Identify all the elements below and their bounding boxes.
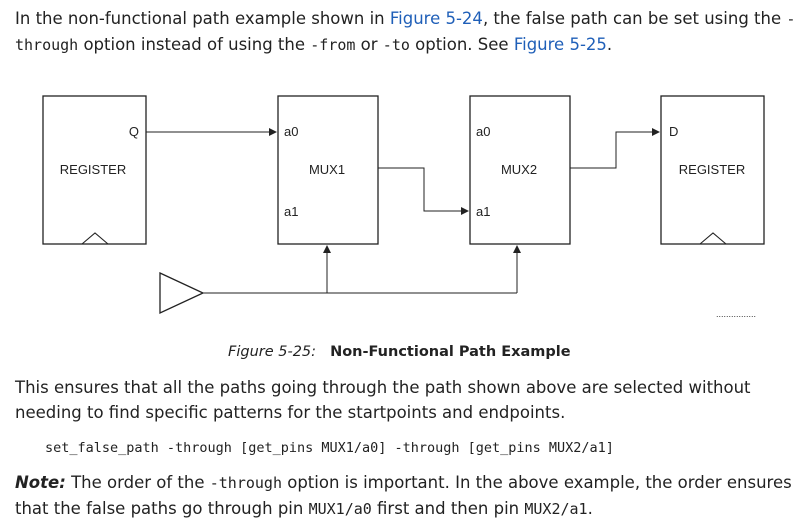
command-line: set_false_path -through [get_pins MUX1/a… xyxy=(45,440,614,456)
note-pin2-code: MUX2/a1 xyxy=(524,500,588,518)
to-option-code: -to xyxy=(382,36,410,54)
intro-text: or xyxy=(355,35,383,54)
note-text: first and then pin xyxy=(371,499,525,518)
wire-mux2-to-register-d xyxy=(570,128,660,169)
mux2-label: MUX2 xyxy=(501,162,537,177)
register-2-pin-d: D xyxy=(669,124,678,139)
through-option-code: -through xyxy=(15,10,796,54)
figure-5-25-link[interactable]: Figure 5-25 xyxy=(513,35,607,54)
register-1-block: REGISTER Q xyxy=(42,95,147,245)
intro-text: option instead of using the xyxy=(78,35,311,54)
wire-mux1-to-mux2-a1 xyxy=(378,167,469,215)
mux2-pin-a1: a1 xyxy=(476,204,490,219)
mux1-pin-a0: a0 xyxy=(284,124,298,139)
register-2-block: REGISTER D xyxy=(660,95,765,245)
intro-paragraph: In the non-functional path example shown… xyxy=(15,6,800,58)
caption-label: Figure 5-25: xyxy=(228,344,317,360)
diagram-dots: ................ xyxy=(716,309,756,319)
figure-caption: Figure 5-25: Non-Functional Path Example xyxy=(228,344,571,360)
explanation-paragraph: This ensures that all the paths going th… xyxy=(15,378,751,422)
note-text: The order of the xyxy=(65,473,210,492)
mux1-label: MUX1 xyxy=(309,162,345,177)
mux1-pin-a1: a1 xyxy=(284,204,298,219)
intro-text: . xyxy=(606,35,613,54)
note-text: . xyxy=(587,499,593,518)
register-2-label: REGISTER xyxy=(679,162,745,177)
note-text: option is important. In the above exampl… xyxy=(15,473,792,518)
intro-text: , the false path can be set using the xyxy=(482,9,787,28)
intro-text: option. See xyxy=(409,35,514,54)
register-1-label: REGISTER xyxy=(60,162,126,177)
mux2-block: MUX2 a0 a1 xyxy=(469,95,571,245)
note-option-code: -through xyxy=(209,474,282,492)
intro-text: In the non-functional path example shown… xyxy=(15,9,390,28)
note-label: Note: xyxy=(15,473,66,492)
non-functional-path-diagram: REGISTER Q MUX1 a0 a1 MUX2 a0 a1 REGISTE… xyxy=(42,95,765,319)
from-option-code: -from xyxy=(310,36,356,54)
mux2-pin-a0: a0 xyxy=(476,124,490,139)
note-paragraph: Note: The order of the -through option i… xyxy=(15,470,800,522)
note-pin1-code: MUX1/a0 xyxy=(308,500,372,518)
register-1-pin-q: Q xyxy=(129,124,139,139)
figure-5-24-link[interactable]: Figure 5-24 xyxy=(389,9,483,28)
buffer-triangle-icon xyxy=(159,271,205,315)
mux1-block: MUX1 a0 a1 xyxy=(277,95,379,245)
caption-title: Non-Functional Path Example xyxy=(330,344,571,360)
